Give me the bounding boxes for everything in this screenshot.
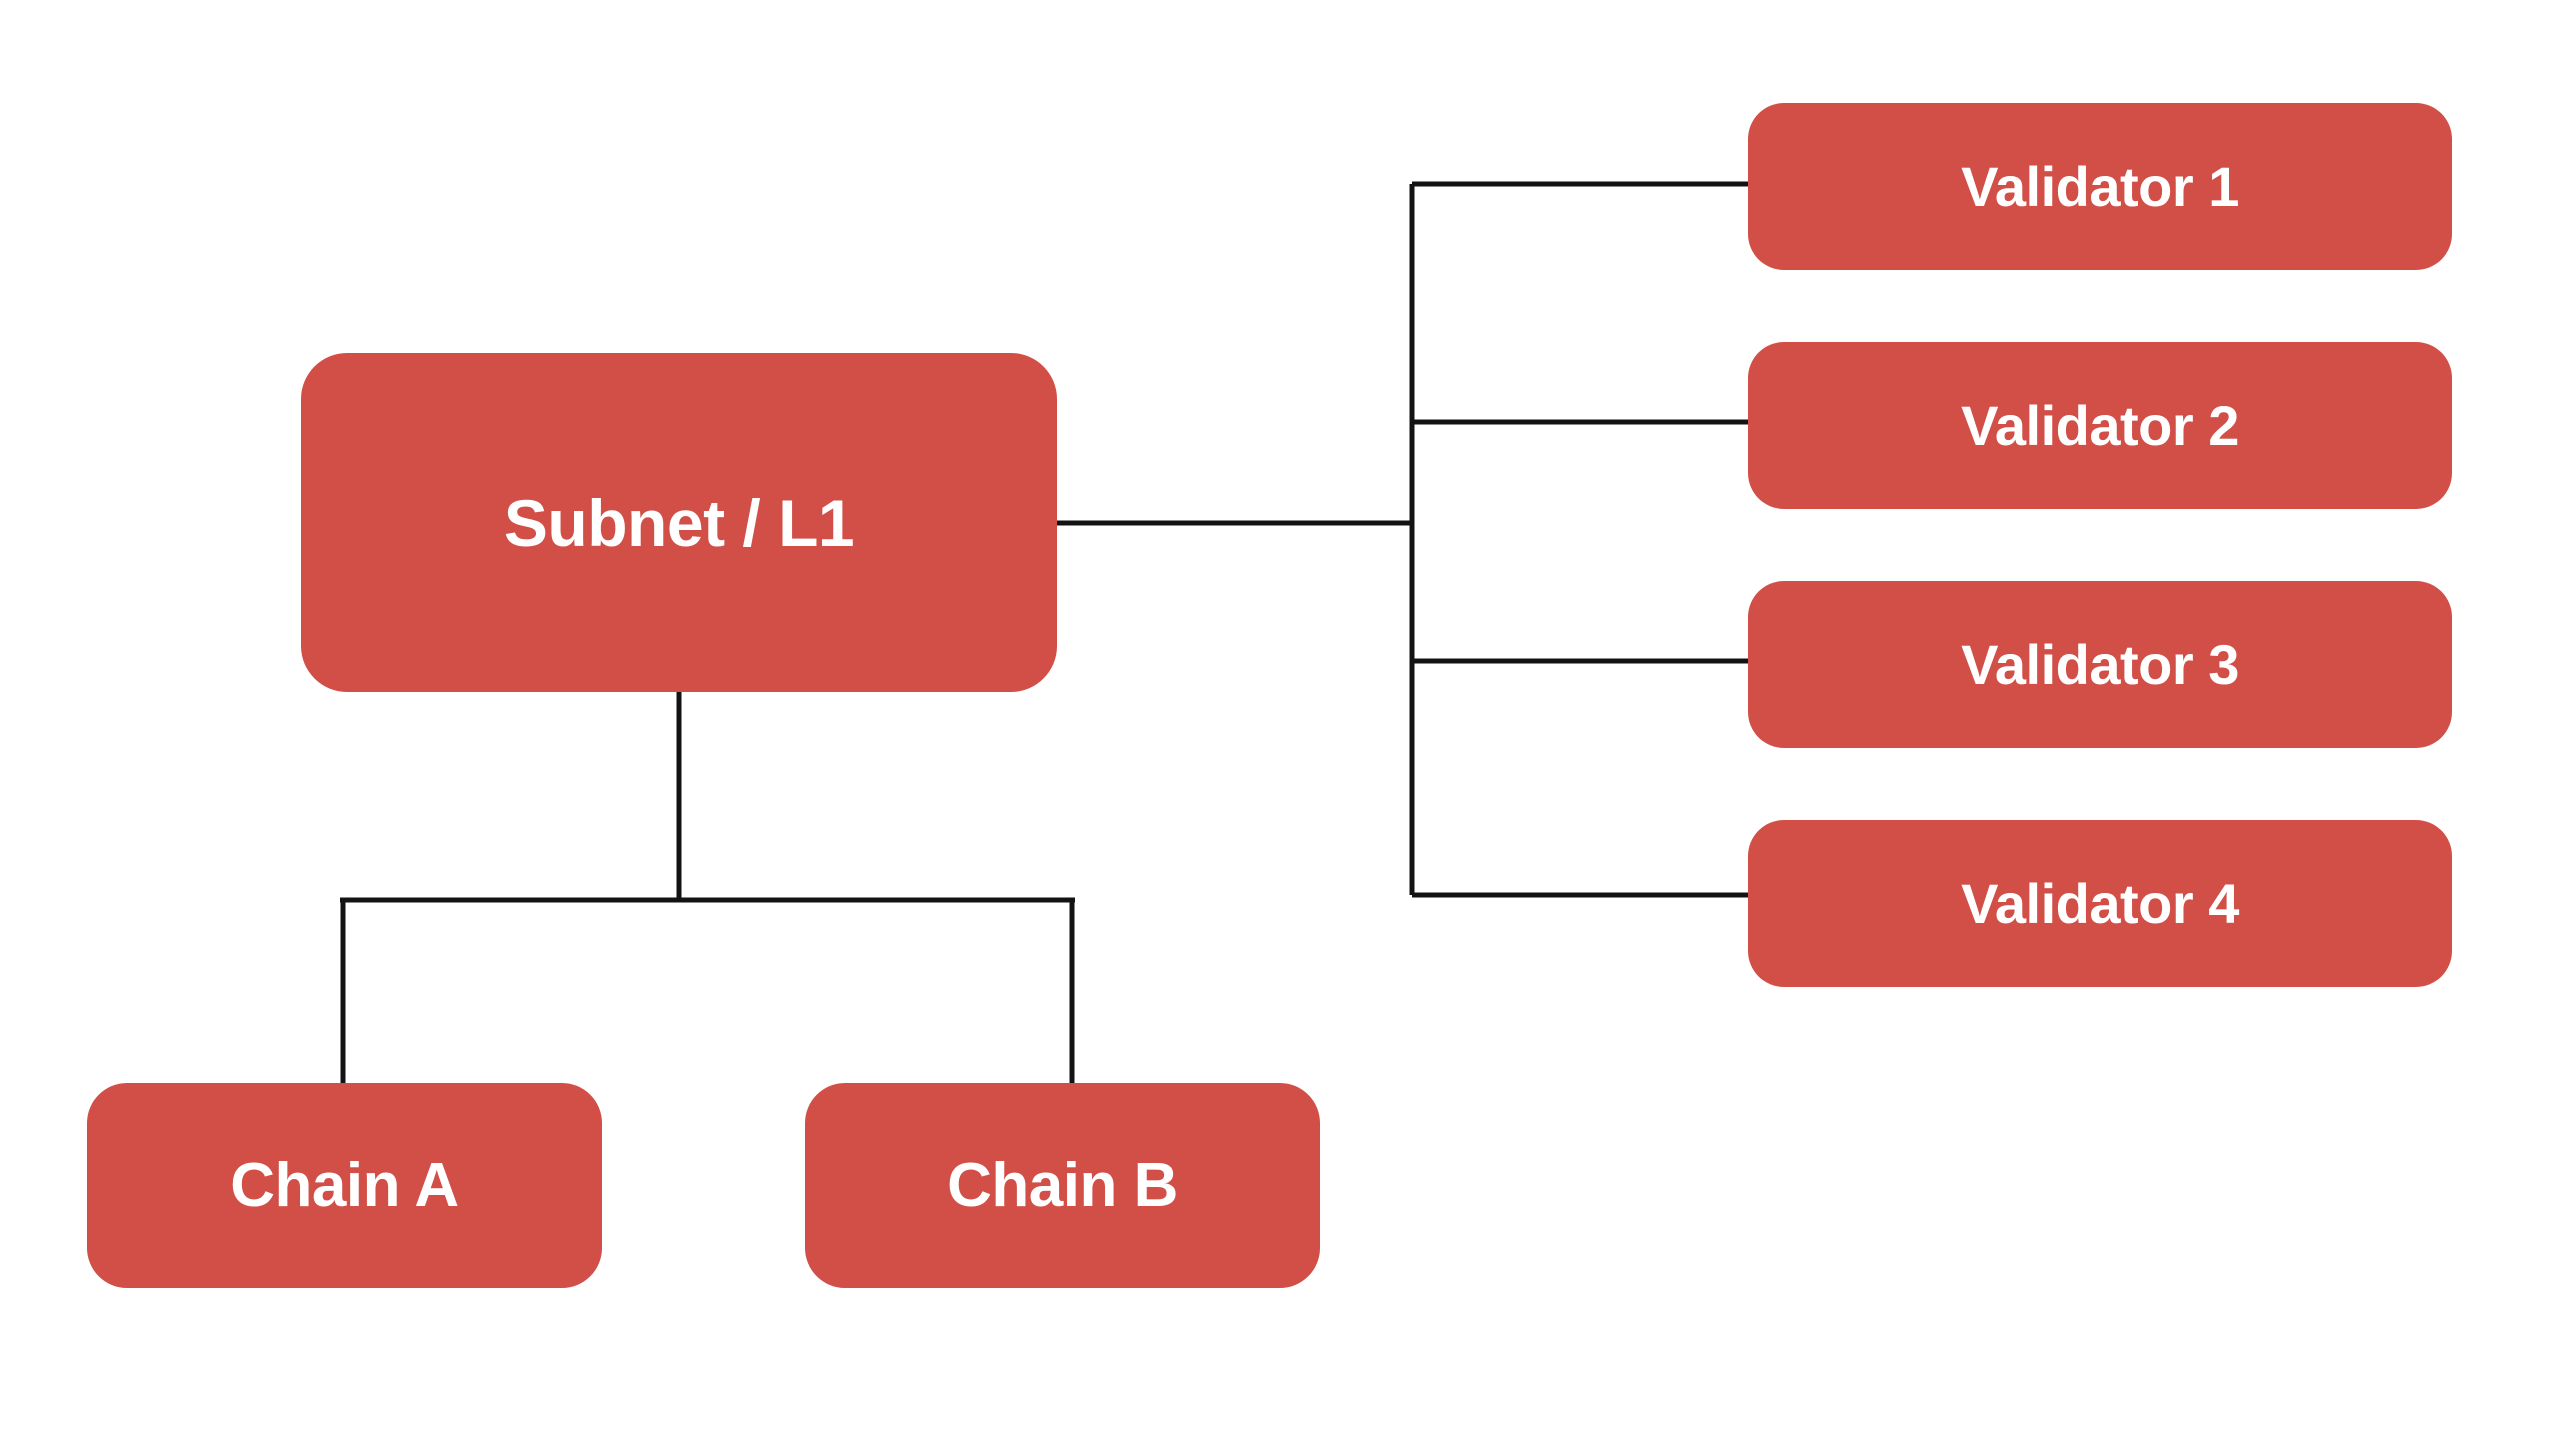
node-chain-a[interactable]: Chain A (87, 1083, 602, 1288)
node-chain-b[interactable]: Chain B (805, 1083, 1320, 1288)
node-validator-2-label: Validator 2 (1961, 394, 2239, 457)
node-validator-1-label: Validator 1 (1961, 155, 2239, 218)
node-validator-2[interactable]: Validator 2 (1748, 342, 2452, 509)
node-chain-a-label: Chain A (230, 1151, 459, 1220)
node-validator-3-label: Validator 3 (1961, 633, 2239, 696)
node-subnet-label: Subnet / L1 (503, 485, 855, 560)
node-subnet[interactable]: Subnet / L1 (301, 353, 1057, 692)
node-validator-3[interactable]: Validator 3 (1748, 581, 2452, 748)
node-validator-4[interactable]: Validator 4 (1748, 820, 2452, 987)
node-validator-4-label: Validator 4 (1961, 872, 2239, 935)
node-validator-1[interactable]: Validator 1 (1748, 103, 2452, 270)
node-chain-b-label: Chain B (947, 1151, 1178, 1220)
